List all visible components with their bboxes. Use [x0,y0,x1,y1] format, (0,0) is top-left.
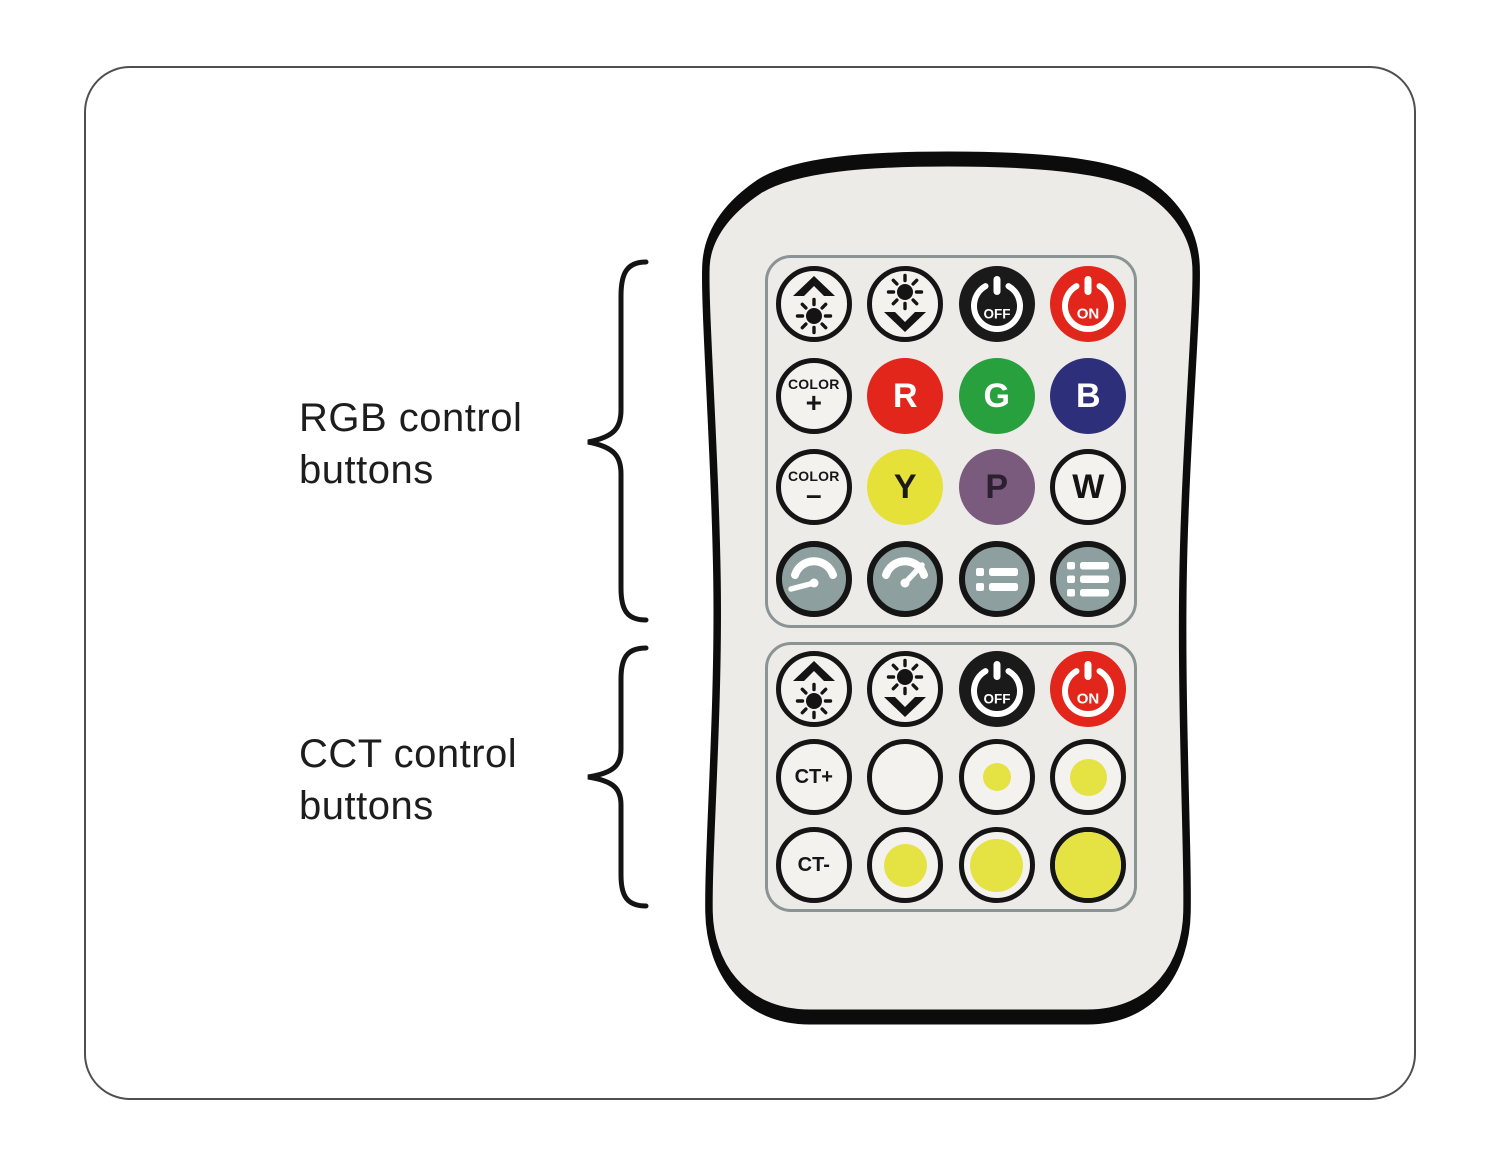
rgb-label: RGB control buttons [299,396,523,492]
ct-plus-button-label: CT+ [794,766,833,788]
blue-button[interactable]: B [1050,357,1127,434]
cct-button-panel: OFF ON CT+ CT- [765,642,1137,912]
power-icon: OFF [970,661,1023,717]
cct-warm-full-button-yellow-dot [1055,832,1122,898]
brightness-up-icon [792,661,835,720]
cct-warm-full-button[interactable] [1050,827,1127,903]
green-button[interactable]: G [958,357,1035,434]
list-two-icon [975,568,1018,592]
cct-warm-low-button[interactable] [867,827,944,903]
outer-frame [84,66,1416,1100]
ct-plus-button[interactable]: CT+ [775,739,852,815]
rgb-brightness-down-button[interactable] [867,265,944,342]
cct-off-button[interactable]: OFF [958,651,1035,727]
svg-text:OFF: OFF [983,306,1010,321]
rgb-on-button[interactable]: ON [1050,265,1127,342]
cct-neutral-button[interactable] [1050,739,1127,815]
color-minus-button[interactable]: COLOR– [775,449,852,526]
svg-text:OFF: OFF [983,692,1010,707]
white-button-label: W [1072,468,1105,507]
color-plus-button-label-bottom: + [805,386,822,418]
gauge-right-icon [882,557,929,588]
power-icon: OFF [970,275,1023,332]
red-button[interactable]: R [867,357,944,434]
svg-text:ON: ON [1077,691,1100,708]
cct-cool-mid-button[interactable] [958,739,1035,815]
rgb-off-button[interactable]: OFF [958,265,1035,342]
ct-minus-button-label: CT- [797,854,830,876]
white-button[interactable]: W [1050,449,1127,526]
ct-minus-button[interactable]: CT- [775,827,852,903]
mode-list-short-button[interactable] [958,541,1035,618]
rgb-brace-icon [587,259,649,623]
cct-warm-low-button-yellow-dot [883,843,927,887]
cct-on-button[interactable]: ON [1050,651,1127,727]
cct-brightness-up-button[interactable] [775,651,852,727]
cct-warm-mid-button-yellow-dot [970,838,1024,892]
cct-brace-icon [587,645,649,909]
color-minus-button-label-top: COLOR [787,467,840,484]
cct-label: CCT control buttons [299,732,518,828]
list-three-icon [1067,562,1110,597]
brightness-down-icon [884,658,927,717]
brightness-down-icon [884,273,927,332]
yellow-button-label: Y [893,468,917,507]
speed-down-button[interactable] [775,541,852,618]
purple-button-label: P [985,468,1009,507]
svg-text:ON: ON [1077,305,1100,322]
gauge-left-icon [788,557,837,592]
purple-button[interactable]: P [958,449,1035,526]
power-icon: ON [1062,275,1115,332]
cct-brightness-down-button[interactable] [867,651,944,727]
power-icon: ON [1062,661,1115,717]
cct-neutral-button-yellow-dot [1069,758,1107,796]
cct-cool-mid-button-yellow-dot [982,763,1011,791]
blue-button-label: B [1075,376,1101,415]
speed-up-button[interactable] [867,541,944,618]
green-button-label: G [983,376,1010,415]
red-button-label: R [892,376,918,415]
cct-cool-white-button[interactable] [867,739,944,815]
cct-warm-mid-button[interactable] [958,827,1035,903]
color-plus-button-label-top: COLOR [787,375,840,392]
brightness-up-icon [792,275,835,335]
yellow-button[interactable]: Y [867,449,944,526]
color-plus-button[interactable]: COLOR+ [775,357,852,434]
mode-list-long-button[interactable] [1050,541,1127,618]
color-minus-button-label-bottom: – [805,478,822,510]
rgb-brightness-up-button[interactable] [775,265,852,342]
